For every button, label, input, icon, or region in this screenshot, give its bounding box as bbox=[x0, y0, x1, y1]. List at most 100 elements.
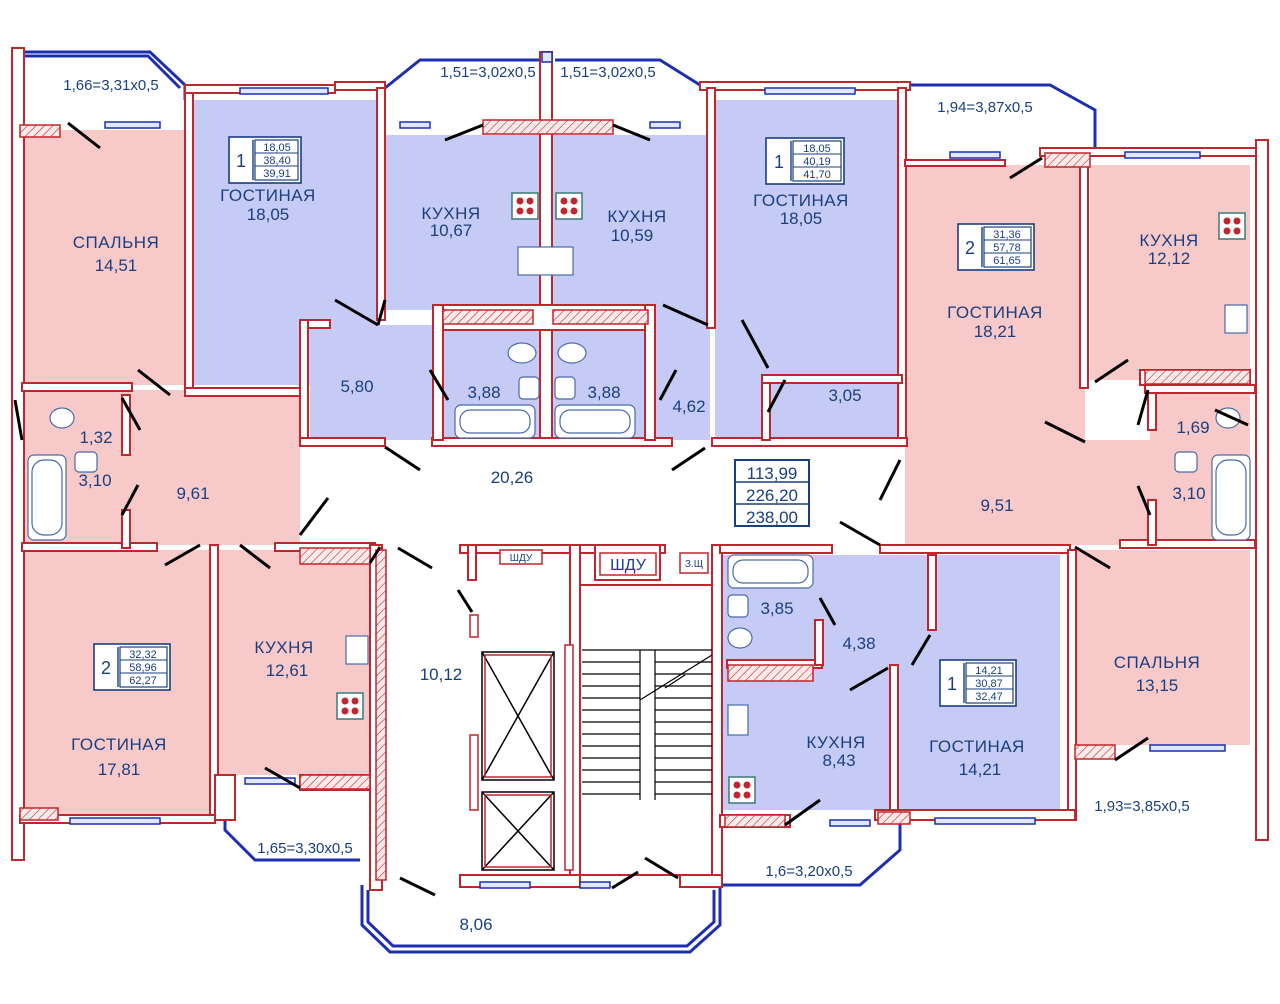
unit-value: 30,87 bbox=[975, 678, 1003, 690]
room-labels: СПАЛЬНЯ 14,51 ГОСТИНАЯ 18,05 КУХНЯ 10,67… bbox=[71, 186, 1200, 779]
area-label: 9,51 bbox=[980, 496, 1013, 515]
zsch-label: З.Щ bbox=[685, 559, 703, 570]
area-label: 10,12 bbox=[420, 665, 463, 684]
area-label: 8,06 bbox=[459, 915, 492, 934]
unit-box-g: 1 14,21 30,87 32,47 bbox=[939, 659, 1017, 707]
room-label: ГОСТИНАЯ bbox=[220, 186, 316, 205]
room-area: 18,05 bbox=[247, 205, 290, 224]
room-area: 13,15 bbox=[1136, 676, 1179, 695]
room-label: СПАЛЬНЯ bbox=[73, 233, 160, 252]
area-label: 4,62 bbox=[672, 397, 705, 416]
balcony-label: 1,93=3,85x0,5 bbox=[1094, 798, 1190, 815]
balcony-label: 1,51=3,02x0,5 bbox=[560, 64, 656, 81]
area-label: 3,10 bbox=[1172, 484, 1205, 503]
room-area: 12,61 bbox=[266, 661, 309, 680]
unit-value: 32,32 bbox=[129, 649, 157, 661]
room-label: КУХНЯ bbox=[254, 638, 313, 657]
unit-box-f: 2 32,32 58,96 62,27 bbox=[93, 643, 171, 691]
balcony-label: 1,65=3,30x0,5 bbox=[257, 840, 353, 857]
floor-total-value: 226,20 bbox=[746, 486, 798, 505]
unit-rooms: 2 bbox=[101, 658, 111, 678]
zones bbox=[25, 100, 1250, 815]
room-label: КУХНЯ bbox=[806, 733, 865, 752]
room-label: ГОСТИНАЯ bbox=[71, 735, 167, 754]
room-area: 8,43 bbox=[822, 751, 855, 770]
floor-total-box: 113,99 226,20 238,00 bbox=[734, 459, 810, 527]
room-living-a: ГОСТИНАЯ 18,05 bbox=[220, 186, 316, 224]
area-label: 1,69 bbox=[1176, 418, 1209, 437]
unit-value: 58,96 bbox=[129, 662, 157, 674]
service-labels: ШДУ ШДУ З.Щ bbox=[499, 549, 709, 576]
balcony-label: 1,94=3,87x0,5 bbox=[937, 99, 1033, 116]
stove-icons bbox=[336, 192, 1246, 804]
shdu-label: ШДУ bbox=[610, 557, 647, 574]
room-kitchen-b: КУХНЯ 10,67 bbox=[421, 204, 480, 240]
room-area: 17,81 bbox=[98, 760, 141, 779]
lift-1 bbox=[481, 651, 555, 781]
unit-value: 40,19 bbox=[803, 156, 831, 168]
room-living-g: ГОСТИНАЯ 14,21 bbox=[929, 737, 1025, 779]
unit-value: 18,05 bbox=[803, 143, 831, 155]
room-area: 14,21 bbox=[959, 760, 1002, 779]
balcony-outlines bbox=[22, 50, 1097, 954]
room-living-d: ГОСТИНАЯ 18,05 bbox=[753, 191, 849, 228]
unit-value: 61,65 bbox=[993, 255, 1021, 267]
unit-box-a: 1 18,05 38,40 39,91 bbox=[228, 136, 302, 184]
area-label: 3,85 bbox=[760, 599, 793, 618]
room-kitchen-g: КУХНЯ 8,43 bbox=[806, 733, 865, 770]
unit-rooms: 1 bbox=[947, 674, 957, 694]
floor-total-value: 113,99 bbox=[747, 464, 798, 483]
unit-value: 62,27 bbox=[129, 675, 157, 687]
stair-core bbox=[469, 584, 713, 876]
unit-value: 57,78 bbox=[993, 242, 1021, 254]
area-label: 3,05 bbox=[828, 386, 861, 405]
room-area: 18,21 bbox=[974, 322, 1017, 341]
balcony-label: 1,66=3,31x0,5 bbox=[63, 77, 159, 94]
area-label: 20,26 bbox=[491, 468, 534, 487]
room-label: ГОСТИНАЯ bbox=[753, 191, 849, 210]
room-label: ГОСТИНАЯ bbox=[929, 737, 1025, 756]
room-kitchen-c: КУХНЯ 10,59 bbox=[607, 207, 666, 245]
unit-box-d: 1 18,05 40,19 41,70 bbox=[765, 137, 845, 185]
balcony-label: 1,51=3,02x0,5 bbox=[440, 64, 536, 81]
area-labels: 1,32 3,10 9,61 5,80 3,88 3,88 4,62 3,05 … bbox=[78, 377, 1209, 934]
balcony-label: 1,6=3,20x0,5 bbox=[765, 863, 852, 880]
room-kitchen-f: КУХНЯ 12,61 bbox=[254, 638, 313, 680]
unit-rooms: 2 bbox=[965, 238, 975, 258]
unit-value: 14,21 bbox=[975, 665, 1003, 677]
unit-value: 41,70 bbox=[803, 169, 831, 181]
floor-total-value: 238,00 bbox=[746, 508, 798, 527]
lift-2 bbox=[481, 791, 555, 871]
room-label: КУХНЯ bbox=[607, 207, 666, 226]
windows bbox=[69, 51, 1226, 889]
room-area: 10,59 bbox=[611, 226, 654, 245]
room-area: 14,51 bbox=[95, 256, 138, 275]
room-living-e: ГОСТИНАЯ 18,21 bbox=[947, 303, 1043, 341]
unit-box-e: 2 31,36 57,78 61,65 bbox=[957, 223, 1035, 271]
area-label: 4,38 bbox=[842, 634, 875, 653]
room-label: КУХНЯ bbox=[1139, 231, 1198, 250]
unit-value: 18,05 bbox=[263, 142, 291, 154]
room-label: КУХНЯ bbox=[421, 204, 480, 223]
area-label: 3,10 bbox=[78, 471, 111, 490]
area-label: 5,80 bbox=[340, 377, 373, 396]
balcony-labels: 1,66=3,31x0,5 1,51=3,02x0,5 1,51=3,02x0,… bbox=[63, 64, 1190, 880]
area-label: 3,88 bbox=[587, 383, 620, 402]
room-area: 10,67 bbox=[430, 221, 473, 240]
room-area: 12,12 bbox=[1148, 249, 1191, 268]
unit-rooms: 1 bbox=[236, 151, 246, 171]
room-bedroom-right: СПАЛЬНЯ 13,15 bbox=[1114, 653, 1200, 695]
area-label: 3,88 bbox=[467, 383, 500, 402]
unit-value: 32,47 bbox=[975, 691, 1003, 703]
area-label: 9,61 bbox=[176, 484, 209, 503]
room-living-f: ГОСТИНАЯ 17,81 bbox=[71, 735, 167, 779]
room-label: ГОСТИНАЯ bbox=[947, 303, 1043, 322]
room-bedroom-left: СПАЛЬНЯ 14,51 bbox=[73, 233, 160, 275]
room-area: 18,05 bbox=[780, 209, 823, 228]
hatched-walls bbox=[19, 119, 1251, 881]
unit-value: 31,36 bbox=[993, 229, 1021, 241]
unit-value: 38,40 bbox=[263, 155, 291, 167]
bathroom-fixtures bbox=[27, 246, 1251, 736]
unit-rooms: 1 bbox=[774, 152, 784, 172]
